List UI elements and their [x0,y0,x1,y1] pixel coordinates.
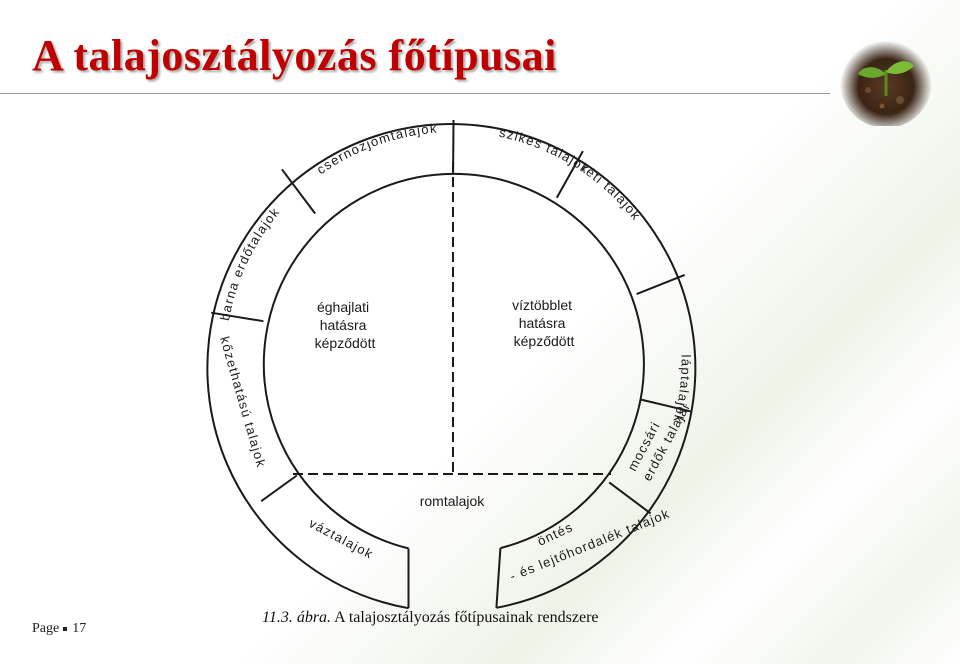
page-number: Page 17 [32,621,86,637]
separator [281,168,316,215]
separator [640,398,693,413]
soil-seedling-icon [840,36,932,126]
soil-classification-diagram: csernozjomtalajok szikes talajok réti ta… [206,119,697,610]
page-number-value: 17 [72,621,87,636]
segment-label-reti: réti talajok [579,161,645,224]
figure-caption: 11.3. ábra. A talajosztályozás főtípusai… [262,609,599,627]
segment-label-csernozjom: csernozjomtalajok [314,121,438,178]
title-divider [0,93,830,94]
outer-ring-arc [206,123,697,610]
inner-label-romtalajok: romtalajok [420,493,486,509]
segment-label-szikes: szikes talajok [498,125,593,177]
separator [636,273,686,296]
page-label: Page [32,621,60,636]
separator [608,481,652,515]
segment-label-kozethatasu-text: kőzethatású talajok [217,335,269,470]
separator [260,474,298,503]
segment-label-ontes-line2: - és lejtőhordalék talajok [508,506,673,584]
bullet-square [63,626,68,631]
segment-label-vaz: váztalajok [307,515,377,561]
slide-title: A talajosztályozás főtípusai [32,31,557,80]
inner-label-climate: éghajlati hatásra képződött [315,299,376,351]
separator [555,150,584,199]
figure-caption-text: A talajosztályozás főtípusainak rendszer… [334,609,599,626]
separator [211,311,264,323]
figure-number: 11.3. ábra. [262,609,332,626]
inner-label-water-excess: víztöbblet hatásra képződött [512,297,576,349]
